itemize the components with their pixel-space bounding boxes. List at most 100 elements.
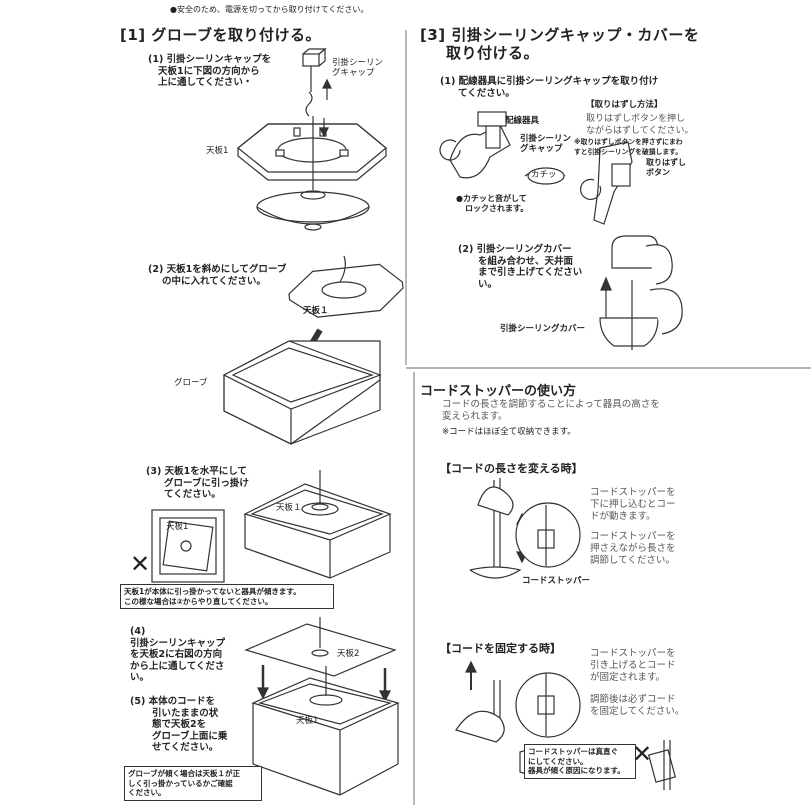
- step4-line: (4): [130, 626, 146, 637]
- hand-cap-illustration: [439, 111, 633, 225]
- step4-line: 引掛シーリンキャップ: [130, 637, 226, 649]
- removal-text-line: ながらはずしてください。: [586, 126, 694, 136]
- globe-box-3: [251, 666, 400, 796]
- fix-line: 引き上げるとコード: [590, 660, 676, 671]
- cap-label: 引掛シーリン グキャップ: [332, 58, 383, 78]
- fix-text-2: 調節後は必ずコード を固定してください。: [590, 694, 684, 718]
- cord-stopper-label: コードストッパー: [522, 576, 591, 586]
- click-note-line: ●カチッと音がして: [456, 194, 527, 203]
- change-line: 押さえながら長さを: [590, 543, 676, 554]
- section3-step2: (2) 引掛シーリングカバー を組み合わせ、天井面 まで引き上げてください い。: [458, 244, 582, 290]
- plate1-label: 天板1: [206, 146, 229, 156]
- warning-line: ください。: [128, 788, 166, 797]
- section3-step1-line: (1) 配線器具に引掛シーリングキャップを取り付け: [440, 76, 659, 87]
- globe-label: グローブ: [174, 378, 208, 388]
- warning-line: コードストッパーは真直ぐ: [528, 747, 618, 756]
- cap-label-line: 引掛シーリン: [332, 58, 384, 68]
- warning-line: 器具が傾く原因になります。: [528, 766, 625, 775]
- section1-step3: (3) 天板1を水平にして グローブに引っ掛け てください。: [146, 466, 249, 501]
- cover-illustration: [599, 235, 683, 350]
- fix-text-1: コードストッパーを 引き上げるとコード が固定されます。: [590, 648, 676, 684]
- change-text-1: コードストッパーを 下に押し込むとコー ドが動きます。: [590, 487, 676, 523]
- step5-line: 引いたままの状: [152, 707, 219, 719]
- cap-label-line: 引掛シーリン: [520, 134, 572, 144]
- change-line: ドが動きます。: [590, 511, 656, 522]
- plate1-octagon: [237, 123, 387, 181]
- top-safety-note: ●安全のため、電源を切ってから取り付けてください。: [170, 5, 369, 14]
- removal-title: 【取りはずし方法】: [586, 100, 663, 110]
- step2-line: (2) 天板1を斜めにしてグローブ: [148, 264, 287, 275]
- section3-step2-line: を組み合わせ、天井面: [478, 255, 574, 267]
- globe-box-1: [222, 340, 382, 445]
- button-label-line: 取りはずし: [646, 158, 686, 167]
- plate1-label-3: 天板１: [276, 503, 302, 513]
- intro-line: コードの長さを調節することによって器具の高さを: [442, 399, 660, 410]
- fix-line: 調節後は必ずコード: [590, 694, 676, 705]
- wrong-mark-2: ✕: [632, 740, 653, 768]
- plate2-label: 天板2: [337, 649, 360, 659]
- step1-line: 上に通してください・: [158, 77, 253, 88]
- cord-change-illustration: [469, 478, 581, 579]
- step4-line: から上に通してくださ: [130, 660, 225, 672]
- removal-text: 取りはずしボタンを押し ながらはずしてください。: [586, 113, 693, 137]
- button-label-line: ボタン: [646, 167, 670, 177]
- step5-line: せてください。: [152, 742, 219, 753]
- step1-line: 天板1に下図の方向から: [158, 65, 260, 77]
- warning-line: 天板1が本体に引っ掛かってないと器具が傾きます。: [124, 587, 301, 596]
- section1-step1: (1) 引掛シーリンキャップを 天板1に下図の方向から 上に通してください・: [148, 54, 271, 89]
- globe-box-2: [243, 470, 392, 579]
- cord-stopper-intro: コードの長さを調節することによって器具の高さを 変えられます。: [442, 399, 660, 423]
- change-line: コードストッパーを: [590, 487, 676, 498]
- plate1-label-2: 天板１: [303, 306, 329, 316]
- step5-line: (5) 本体のコードを: [130, 696, 216, 707]
- step5-line: グローブ上面に乗: [152, 730, 228, 742]
- click-note: ●カチッと音がして ロックされます。: [456, 194, 528, 213]
- change-line: 下に押し込むとコー: [590, 499, 676, 510]
- cap-illustration: [302, 47, 327, 67]
- intro-line: 変えられます。: [442, 411, 508, 422]
- cord-stopper-heading: コードストッパーの使い方: [420, 384, 577, 399]
- warning-line: にしてください。: [528, 756, 588, 766]
- section3-step2-line: まで引き上げてください: [478, 267, 583, 278]
- click-label: カチッ: [531, 170, 557, 180]
- warning-box-1: 天板1が本体に引っ掛かってないと器具が傾きます。 この様な場合は②からやり直して…: [120, 584, 334, 609]
- step4-line: い。: [130, 672, 150, 683]
- warning-line: この様な場合は②からやり直してください。: [124, 596, 273, 606]
- change-length-title: 【コードの長さを変える時】: [440, 462, 583, 475]
- cap-label-line: グキャップ: [332, 68, 375, 78]
- step5-line: 態で天板2を: [152, 719, 207, 730]
- wrong-mark-1: ✕: [130, 550, 151, 578]
- change-line: コードストッパーを: [590, 531, 676, 542]
- release-button-label: 取りはずし ボタン: [646, 158, 686, 177]
- plate1-label-inset: 天板1: [166, 522, 189, 532]
- step1-line: (1) 引掛シーリンキャップを: [148, 54, 272, 65]
- section1-step2: (2) 天板1を斜めにしてグローブ の中に入れてください。: [148, 264, 286, 287]
- step3-line: (3) 天板1を水平にして: [146, 466, 247, 477]
- wiring-device-label: 配線器具: [505, 116, 540, 126]
- warning-line: しく引っ掛かっているかご確認: [128, 778, 233, 788]
- step3-line: てください。: [164, 489, 221, 500]
- step2-line: の中に入れてください。: [162, 275, 266, 287]
- plate1-label-4: 天板1: [296, 716, 319, 726]
- cover-label: 引掛シーリングカバー: [500, 324, 586, 334]
- change-line: 調節してください。: [590, 555, 675, 566]
- section3-heading-line: [3] 引掛シーリングキャップ・カバーを: [420, 26, 700, 44]
- section3-heading: [3] 引掛シーリングキャップ・カバーを 取り付ける。: [420, 26, 699, 62]
- step3-line: グローブに引っ掛け: [164, 477, 249, 489]
- change-text-2: コードストッパーを 押さえながら長さを 調節してください。: [590, 531, 676, 567]
- removal-note-line: ※取りはずしボタンを押さずにまわ: [574, 138, 683, 146]
- cord-stopper-note: ※コードはほぼ全て収納できます。: [442, 427, 576, 437]
- fix-line: コードストッパーを: [590, 648, 676, 659]
- fix-line: が固定されます。: [590, 672, 666, 683]
- section3-step1: (1) 配線器具に引掛シーリングキャップを取り付け てください。: [440, 76, 658, 99]
- step4-line: を天板2に右図の方向: [130, 649, 223, 660]
- click-note-line: ロックされます。: [465, 203, 529, 213]
- warning-box-2: グローブが傾く場合は天板１が正 しく引っ掛かっているかご確認 ください。: [124, 766, 262, 801]
- section3-step2-line: (2) 引掛シーリングカバー: [458, 244, 572, 255]
- removal-text-line: 取りはずしボタンを押し: [586, 114, 686, 124]
- section1-step4: (4) 引掛シーリンキャップ を天板2に右図の方向 から上に通してくださ い。: [130, 626, 225, 684]
- warning-line: グローブが傾く場合は天板１が正: [128, 769, 241, 778]
- removal-note: ※取りはずしボタンを押さずにまわ すと引掛シーリングを破損します。: [574, 138, 683, 157]
- section1-heading: [1] グローブを取り付ける。: [120, 26, 321, 44]
